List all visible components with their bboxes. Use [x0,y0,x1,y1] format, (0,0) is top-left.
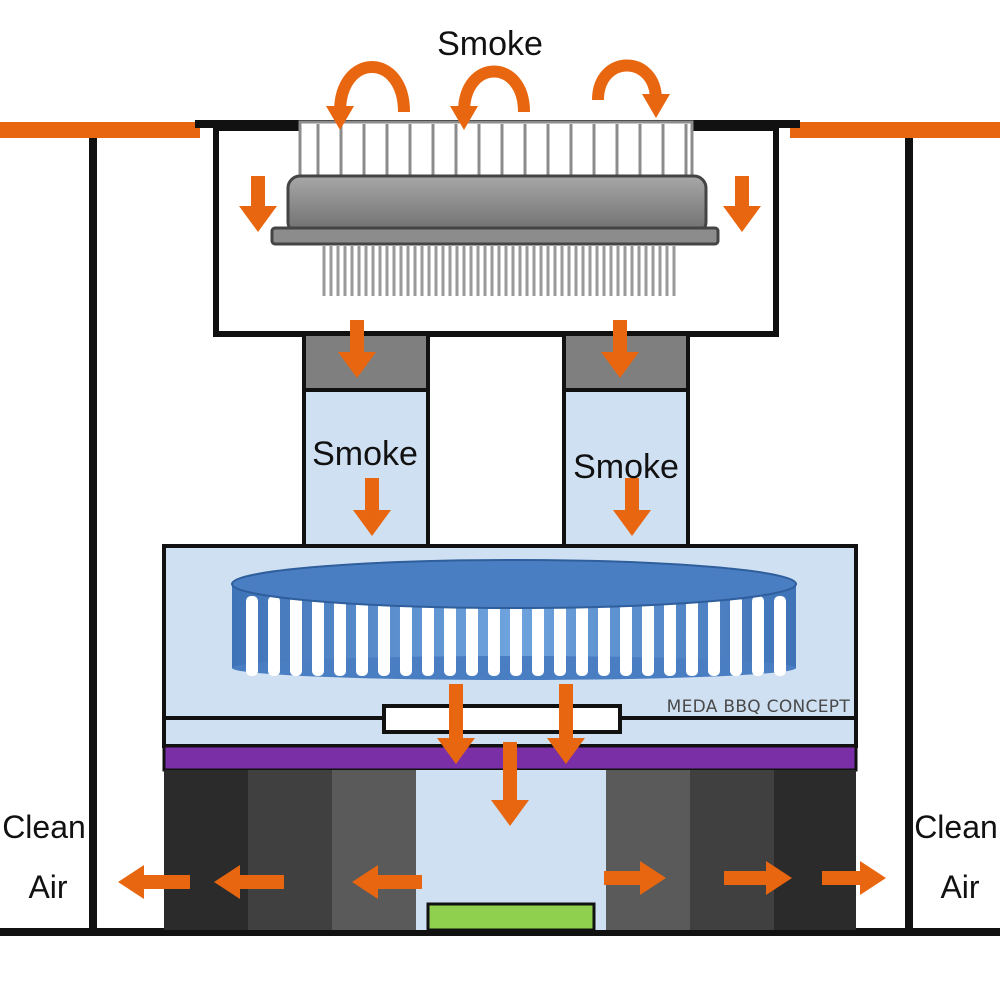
filter-pleat [686,596,698,676]
curved-arrow-icon [450,65,530,130]
brand-watermark: MEDA BBQ CONCEPT [667,697,851,717]
down-arrow-icon [491,742,529,826]
filter-pleat [378,596,390,676]
left-arrow-icon [352,865,422,899]
filter-pleat [444,596,456,676]
grill-grate-top [298,120,694,180]
clean-air-right-line2: Air [940,869,979,905]
filter-pleat [774,596,786,676]
clean-air-right-line1: Clean [914,809,998,845]
filter-pleat [334,596,346,676]
left-arrow-icon [118,865,190,899]
down-arrow-icon [613,478,651,536]
right-arrow-icon [822,861,886,895]
airflow-arrows [118,59,886,899]
filter-pleat [576,596,588,676]
filter-pleat [422,596,434,676]
filter-pleat [356,596,368,676]
filter-slot [166,704,854,734]
filter-pleat [312,596,324,676]
filter-pleat [664,596,676,676]
cylindrical-filter [231,559,797,680]
curved-arrow-icon [592,59,670,118]
right-arrow-icon [724,861,792,895]
filter-pleat [400,596,412,676]
floor-line [0,928,1000,936]
smoke-label-top: Smoke [437,25,543,63]
down-arrow-icon [601,320,639,378]
filter-pleat [598,596,610,676]
filter-pleat [488,596,500,676]
grill-tray [270,174,720,246]
down-arrow-icon [338,320,376,378]
clean-air-left-line2: Air [28,869,67,905]
filter-pleat [290,596,302,676]
filter-pleat [730,596,742,676]
down-arrow-icon [437,684,475,764]
filter-pleat [246,596,258,676]
heating-fins [322,246,676,296]
fan-base [164,770,856,932]
smoke-label-right-duct: Smoke [573,448,679,486]
down-arrow-icon [547,684,585,764]
filter-pleat [708,596,720,676]
filter-pleat [642,596,654,676]
smoke-label-left-duct: Smoke [312,435,418,473]
filter-pleat [620,596,632,676]
filter-pleat [554,596,566,676]
filter-pleat [510,596,522,676]
filter-pleat [466,596,478,676]
down-arrow-icon [353,478,391,536]
down-arrow-icon [239,176,277,232]
filter-pleat [268,596,280,676]
clean-air-left-line1: Clean [2,809,86,845]
curved-arrow-icon [326,61,410,130]
filter-pleat [532,596,544,676]
right-arrow-icon [604,861,666,895]
table-legs [89,138,913,930]
down-arrow-icon [723,176,761,232]
left-arrow-icon [214,865,284,899]
filter-pleat [752,596,764,676]
